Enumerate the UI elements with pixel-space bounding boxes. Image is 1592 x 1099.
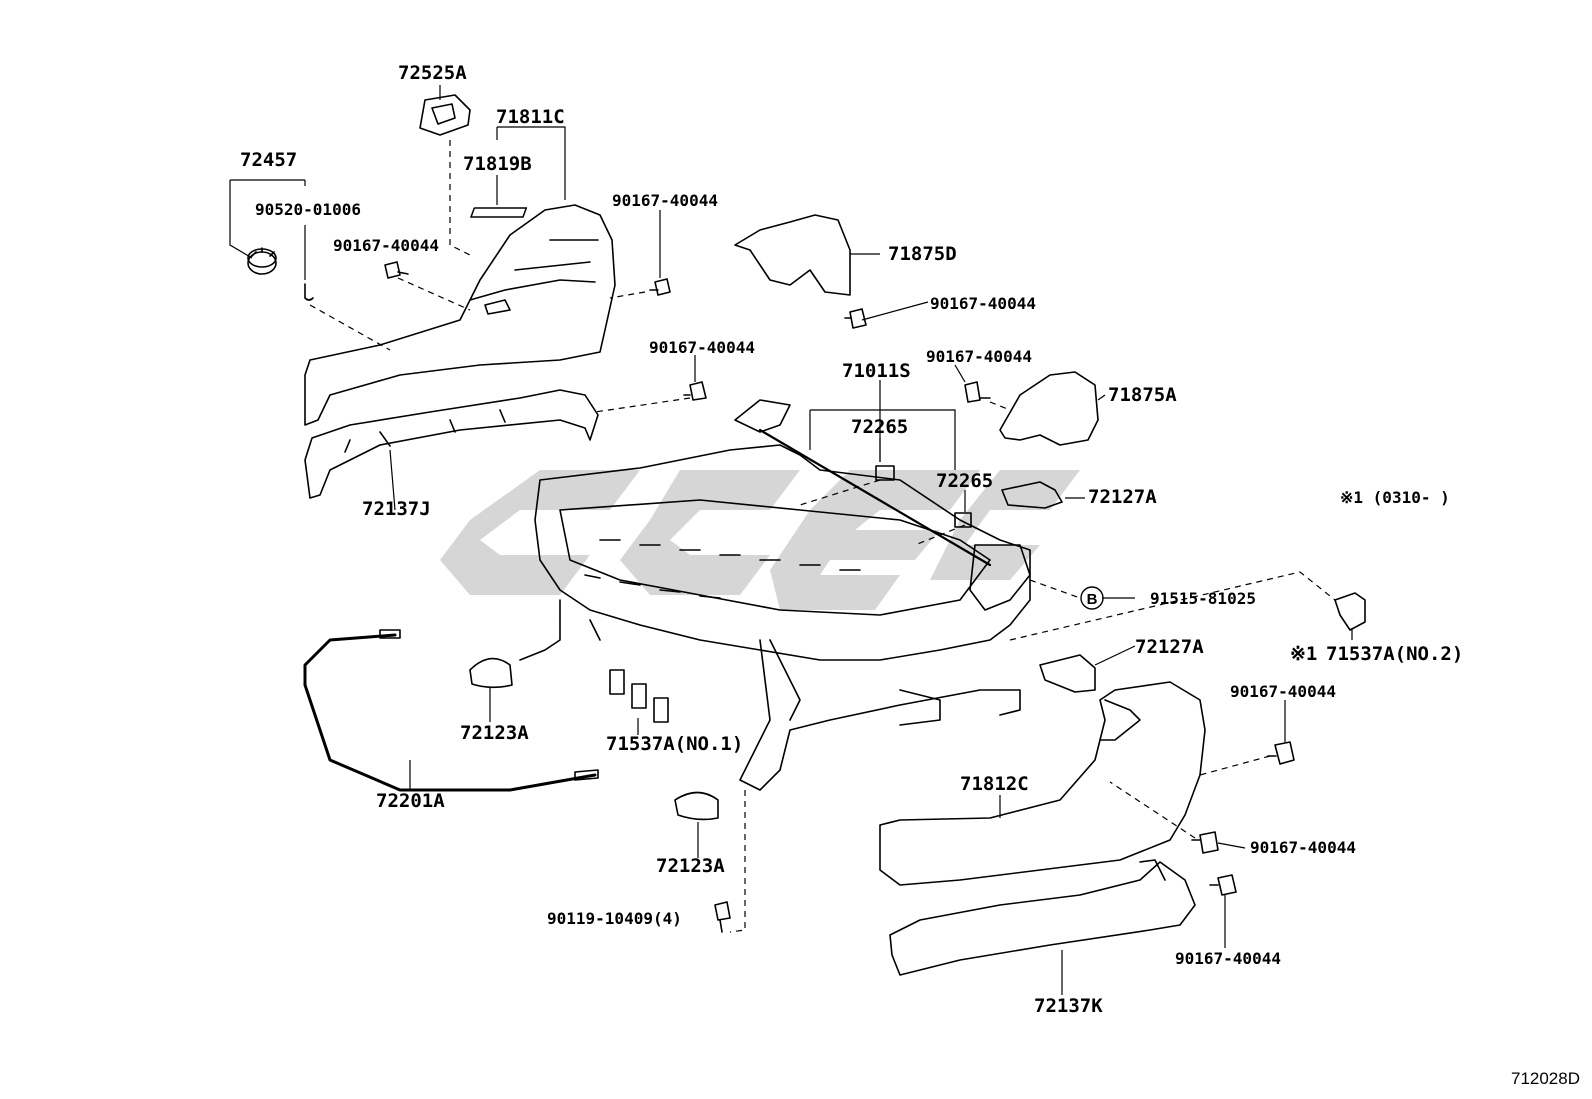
- part-72127A-upper: [1001, 481, 1063, 509]
- label-72127A-upper: 72127A: [1088, 486, 1157, 508]
- part-72265-a: [875, 465, 895, 481]
- part-72457-knob: [247, 247, 277, 275]
- label-71537A-no1: 71537A(NO.1): [606, 733, 744, 755]
- label-90119-10409: 90119-10409(4): [547, 909, 682, 928]
- label-90167-40044-h: 90167-40044: [1175, 949, 1281, 968]
- part-71537A-no1: [609, 669, 669, 723]
- label-72123A-b: 72123A: [656, 855, 725, 877]
- part-71811C-shield: [304, 204, 616, 426]
- label-90520-01006: 90520-01006: [255, 200, 361, 219]
- part-71819B-label: [470, 207, 528, 218]
- label-71011S: 71011S: [842, 360, 911, 382]
- label-90167-40044-c: 90167-40044: [930, 294, 1036, 313]
- part-72265-b: [954, 512, 972, 528]
- label-90167-40044-e: 90167-40044: [926, 347, 1032, 366]
- part-71812C-shield: [879, 681, 1206, 886]
- part-72137K-trim: [889, 861, 1196, 976]
- label-71819B: 71819B: [463, 153, 532, 175]
- label-72137K: 72137K: [1034, 995, 1103, 1017]
- part-72201A-bar: [303, 633, 597, 792]
- label-72137J: 72137J: [362, 498, 431, 520]
- label-72201A: 72201A: [376, 790, 445, 812]
- label-71875A: 71875A: [1108, 384, 1177, 406]
- label-72457: 72457: [240, 149, 298, 171]
- label-90167-40044-d: 90167-40044: [649, 338, 755, 357]
- label-71811C: 71811C: [496, 106, 565, 128]
- label-72123A-a: 72123A: [460, 722, 529, 744]
- part-72525A-shape: [419, 94, 471, 136]
- label-71812C: 71812C: [960, 773, 1029, 795]
- callout-b-letter: B: [1087, 591, 1098, 608]
- bolt-icons: [384, 261, 1295, 933]
- part-71537A-no2: [1334, 592, 1366, 631]
- part-71011S-frame: [519, 399, 1031, 791]
- label-71875D: 71875D: [888, 243, 957, 265]
- label-72525A: 72525A: [398, 62, 467, 84]
- note-star1-range: ※1 (0310- ): [1340, 488, 1450, 507]
- part-drawings: [247, 94, 1366, 976]
- part-90520-clip: [304, 283, 314, 301]
- label-71537A-no2: 71537A(NO.2): [1326, 643, 1464, 665]
- leader-lines: [229, 85, 1353, 995]
- note-star1-mark: ※1: [1290, 643, 1318, 665]
- part-72123A-b: [674, 791, 719, 821]
- part-71875D-cover: [734, 214, 851, 296]
- label-72265-a: 72265: [851, 416, 909, 438]
- label-90167-40044-f: 90167-40044: [1230, 682, 1336, 701]
- label-90167-40044-a: 90167-40044: [333, 236, 439, 255]
- label-72127A-lower: 72127A: [1135, 636, 1204, 658]
- label-72265-b: 72265: [936, 470, 994, 492]
- dashed-lines: [309, 140, 1336, 933]
- part-71875A-cover: [999, 371, 1099, 446]
- document-id: 712028D: [1510, 1069, 1580, 1088]
- label-90167-40044-b: 90167-40044: [612, 191, 718, 210]
- callout-b-circle: [1080, 586, 1104, 610]
- part-72123A-a: [469, 657, 513, 689]
- part-72137J-trim: [304, 389, 599, 499]
- label-90167-40044-g: 90167-40044: [1250, 838, 1356, 857]
- part-72127A-lower: [1039, 654, 1096, 693]
- label-91515-81025: 91515-81025: [1150, 589, 1256, 608]
